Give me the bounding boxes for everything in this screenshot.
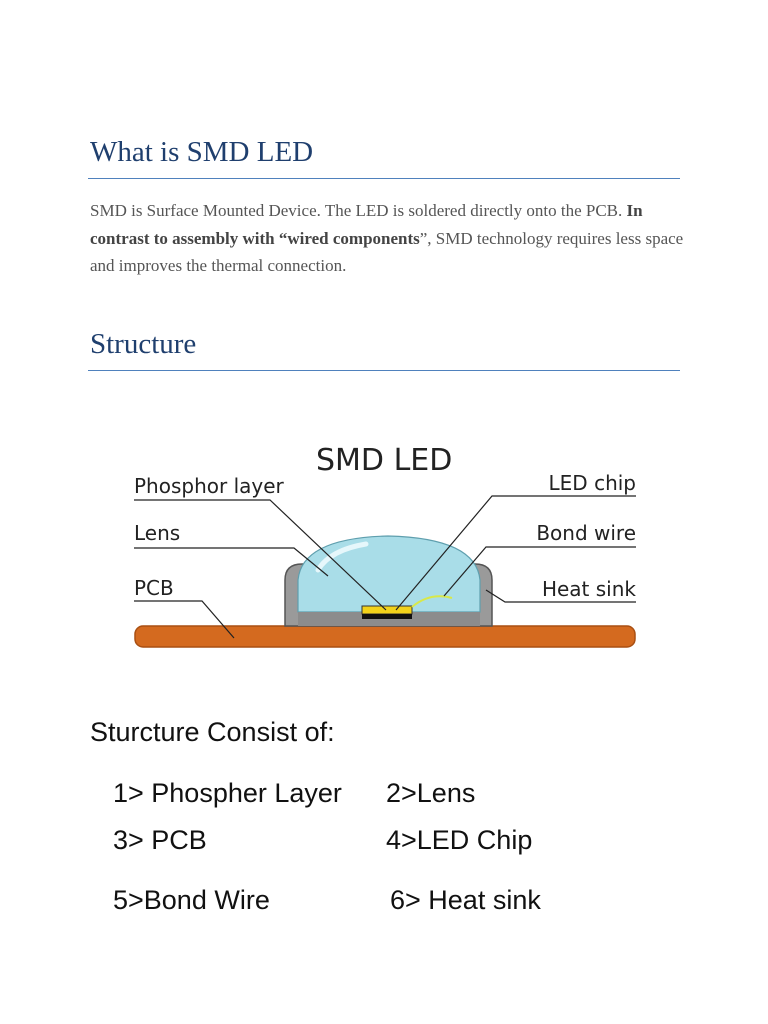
list-item-pcb: 3> PCB <box>113 825 207 855</box>
leader-lens <box>134 547 329 577</box>
list-item-lens: 2>Lens <box>386 778 476 808</box>
pcb-board <box>134 625 636 648</box>
label-led-chip: LED chip <box>549 471 636 495</box>
list-heading: Sturcture Consist of: <box>90 717 335 747</box>
label-lens: Lens <box>134 521 180 545</box>
list-item-led-chip: 4>LED Chip <box>386 825 533 855</box>
label-heat-sink: Heat sink <box>542 577 636 601</box>
bond-wire <box>411 595 453 608</box>
list-item-bond-wire: 5>Bond Wire <box>113 885 270 915</box>
label-bond-wire: Bond wire <box>536 521 636 545</box>
leader-heat-sink <box>485 589 636 603</box>
intro-text-bold: In contrast to assembly with “wired comp… <box>90 201 643 248</box>
led-chip-base <box>362 614 412 619</box>
lens-dome <box>297 535 481 613</box>
section-heading-structure: Structure <box>90 328 197 360</box>
diagram-title: SMD LED <box>316 443 452 478</box>
leader-pcb <box>134 600 235 639</box>
heading-underline <box>88 178 680 179</box>
leader-phosphor-layer <box>134 499 387 611</box>
smd-led-diagram: SMD LED Phosphor layer Lens PCB LED chip… <box>134 443 636 648</box>
intro-paragraph: SMD is Surface Mounted Device. The LED i… <box>90 197 690 280</box>
label-phosphor-layer: Phosphor layer <box>134 474 285 498</box>
section-heading-what-is-smd-led: What is SMD LED <box>90 136 314 168</box>
leader-bond-wire <box>443 546 636 597</box>
list-item-heat-sink: 6> Heat sink <box>390 885 541 915</box>
led-chip <box>361 605 413 615</box>
intro-text-part1: SMD is Surface Mounted Device. The LED i… <box>90 201 627 220</box>
heading-underline <box>88 370 680 371</box>
intro-text-part2: ”, SMD technology requires less space an… <box>90 228 684 276</box>
leader-led-chip <box>395 495 636 611</box>
label-pcb: PCB <box>134 576 174 600</box>
lens-highlight <box>315 541 369 573</box>
list-item-phospher-layer: 1> Phospher Layer <box>113 778 342 808</box>
